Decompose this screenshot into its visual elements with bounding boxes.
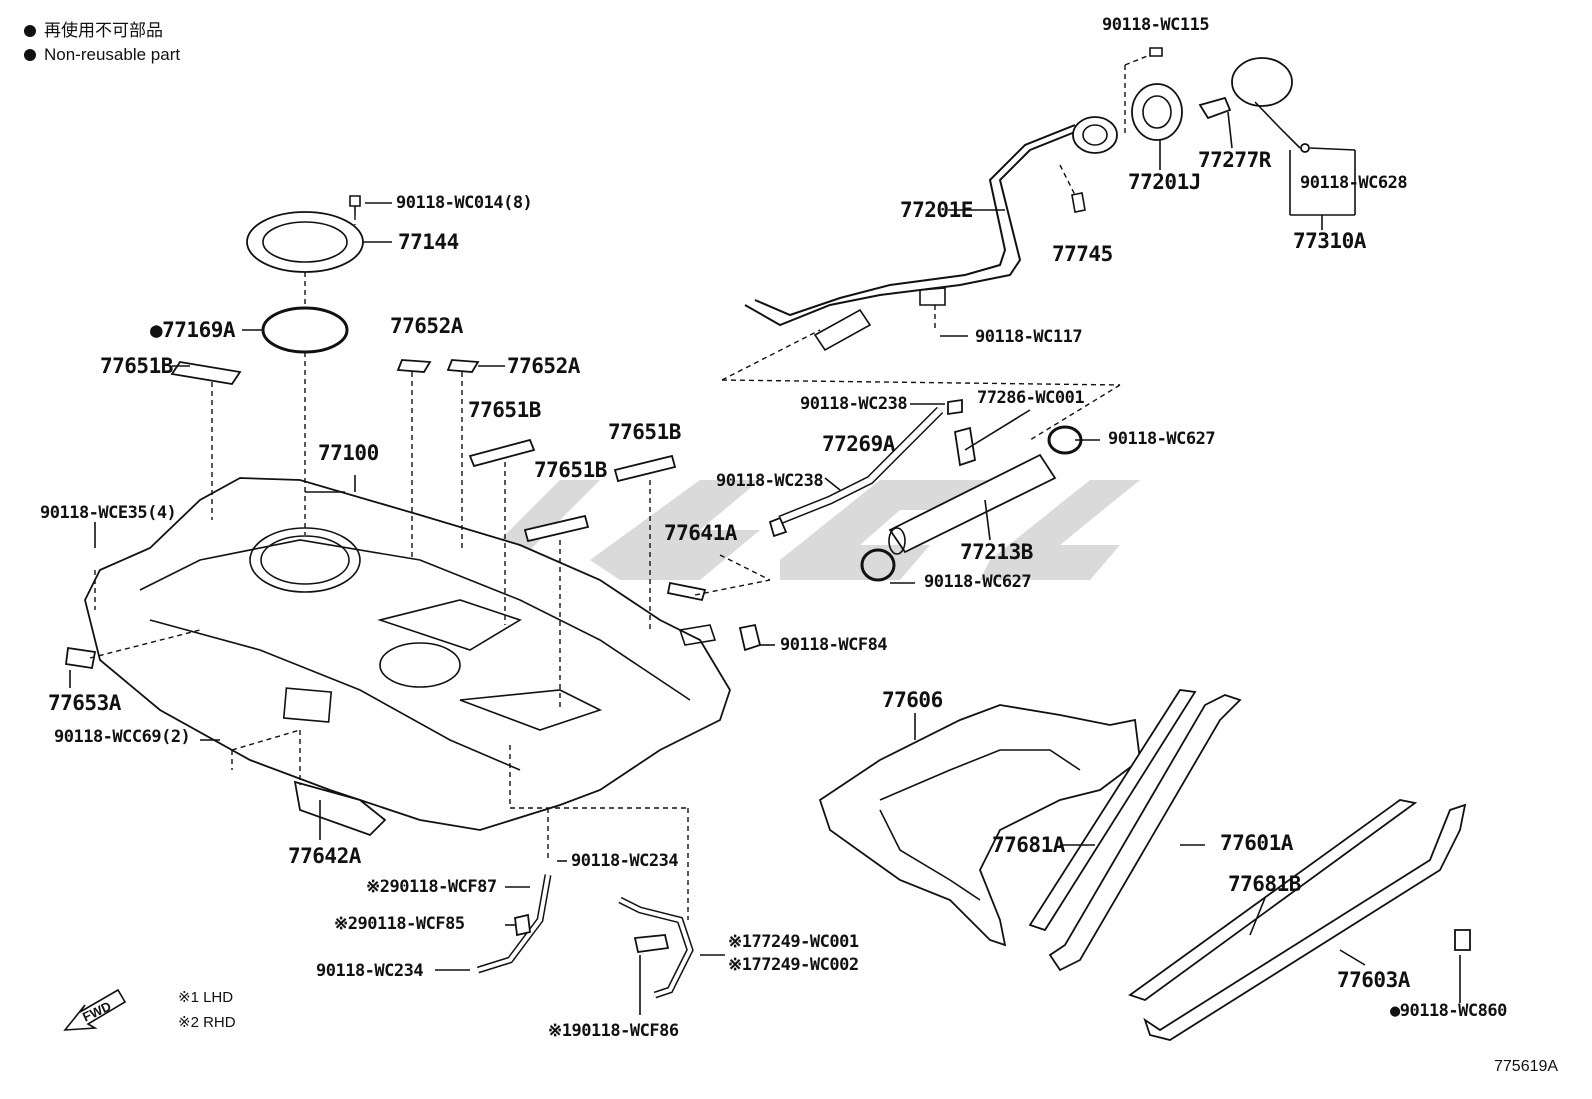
part-label[interactable]: ※190118-WCF86 [548,1021,679,1041]
part-label[interactable]: 77642A [288,844,361,868]
part-label[interactable]: 77286-WC001 [977,388,1085,408]
part-label[interactable]: 77651B [468,398,541,422]
part-label[interactable]: 77603A [1337,968,1410,992]
lower-hoses [476,874,694,999]
part-label[interactable]: 90118-WC238 [800,394,908,414]
part-label[interactable]: 77310A [1293,229,1366,253]
gasket-77169a [261,306,349,354]
bracket-77642a [293,780,387,837]
part-label[interactable]: 77144 [398,230,459,254]
part-label[interactable]: 77606 [882,688,943,712]
legend-jp-text: 再使用不可部品 [44,21,163,40]
part-label[interactable]: ※290118-WCF85 [334,914,465,934]
part-label[interactable]: 90118-WC627 [924,572,1032,592]
legend-line-jp: 再使用不可部品 [24,20,163,42]
fwd-arrow-icon [63,988,127,1031]
part-label[interactable]: 77652A [507,354,580,378]
part-label[interactable]: 90118-WC238 [716,471,824,491]
protector-77606 [818,704,1141,947]
part-label[interactable]: ※177249-WC002 [728,955,859,975]
part-label[interactable]: 77651B [100,354,173,378]
legend-en-text: Non-reusable part [44,45,181,64]
part-label[interactable]: 77100 [318,441,379,465]
part-label[interactable]: 90118-WC627 [1108,429,1216,449]
part-label[interactable]: 77681B [1228,872,1301,896]
part-label[interactable]: 90118-WCE35(4) [40,503,177,523]
part-label[interactable]: 77601A [1220,831,1293,855]
bullet-icon [24,49,36,61]
part-label[interactable]: 77269A [822,432,895,456]
filler-cap-parts [1131,47,1310,153]
leader-lines [69,54,1461,1015]
part-label[interactable]: 77277R [1198,148,1271,172]
part-label[interactable]: ※290118-WCF87 [366,877,497,897]
part-label[interactable]: 77651B [608,420,681,444]
bullet-icon [24,25,36,37]
legend-line-en: Non-reusable part [24,44,180,66]
part-label[interactable]: 77681A [992,833,1065,857]
part-label[interactable]: 77213B [960,540,1033,564]
pads [64,359,707,670]
fuel-tank-77100 [84,477,731,831]
part-label[interactable]: ※177249-WC001 [728,932,859,952]
part-label[interactable]: 77201E [900,198,973,222]
part-label[interactable]: 77201J [1128,170,1201,194]
tank-cover-77144 [246,195,364,273]
part-label[interactable]: 77745 [1052,242,1113,266]
note-rhd: ※2 RHD [178,1014,236,1031]
figure-code: 775619A [1494,1058,1559,1075]
part-label[interactable]: 90118-WC234 [571,851,679,871]
part-label[interactable]: 90118-WCC69(2) [54,727,191,747]
hoses [738,398,1083,652]
part-label[interactable]: 90118-WC115 [1102,15,1210,35]
part-label[interactable]: ●90118-WC860 [1390,1001,1507,1021]
part-label[interactable]: 90118-WC628 [1300,173,1408,193]
straps [1028,689,1471,1041]
part-label[interactable]: 90118-WC234 [316,961,424,981]
part-label[interactable]: ●77169A [150,318,236,342]
part-label[interactable]: 77641A [664,521,737,545]
part-label[interactable]: 90118-WCF84 [780,635,888,655]
part-label[interactable]: 90118-WC014(8) [396,193,533,213]
part-label[interactable]: 77653A [48,691,121,715]
filler-pipe-77201e [744,116,1118,352]
note-lhd: ※1 LHD [178,989,234,1006]
part-label[interactable]: 77651B [534,458,607,482]
part-label[interactable]: 90118-WC117 [975,327,1083,347]
part-label[interactable]: 77652A [390,314,463,338]
